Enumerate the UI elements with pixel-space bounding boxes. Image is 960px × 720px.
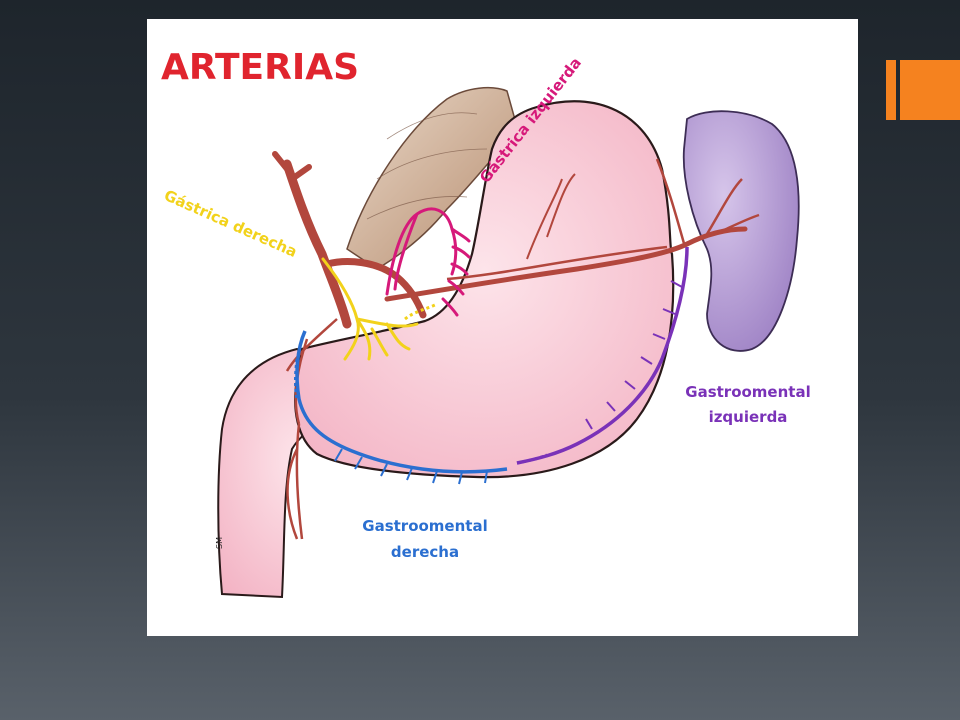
decorative-accent-square [900, 60, 960, 120]
short-gastric-arteries [655, 158, 760, 248]
liver-shading [366, 112, 488, 220]
celiac-trunk [282, 159, 352, 329]
label-gastric-right: Gástrica derecha [161, 186, 299, 261]
label-gastroomental-left-line1: Gastroomental [685, 383, 810, 401]
stomach-arteries-illustration: ARTERIAS Gástrica izquierda Gástrica der… [161, 47, 811, 599]
stomach-fold-2 [526, 173, 576, 260]
label-gastroomental-left-line2: izquierda [709, 408, 788, 426]
diagram-title: ARTERIAS [161, 47, 359, 88]
left-gastroomental-dotted [516, 453, 548, 465]
left-gastroomental-artery [516, 246, 689, 465]
anatomy-figure: ARTERIAS Gástrica izquierda Gástrica der… [147, 19, 858, 636]
label-gastroomental-right-line2: derecha [391, 543, 459, 561]
right-gastroomental-dotted [294, 358, 299, 400]
celiac-branch-top [272, 151, 312, 182]
decorative-accent-bar [886, 60, 896, 120]
right-gastric-dotted [404, 302, 438, 321]
stomach-fold [446, 245, 668, 281]
label-gastroomental-right-line1: Gastroomental [362, 517, 487, 535]
left-gastric-artery [385, 207, 471, 317]
right-gastric-artery [321, 257, 419, 361]
left-gastroomental-branches [585, 280, 683, 430]
right-gastroomental-branches [334, 448, 488, 485]
liver-tissue [346, 86, 520, 270]
artist-signature: SM [215, 537, 224, 549]
